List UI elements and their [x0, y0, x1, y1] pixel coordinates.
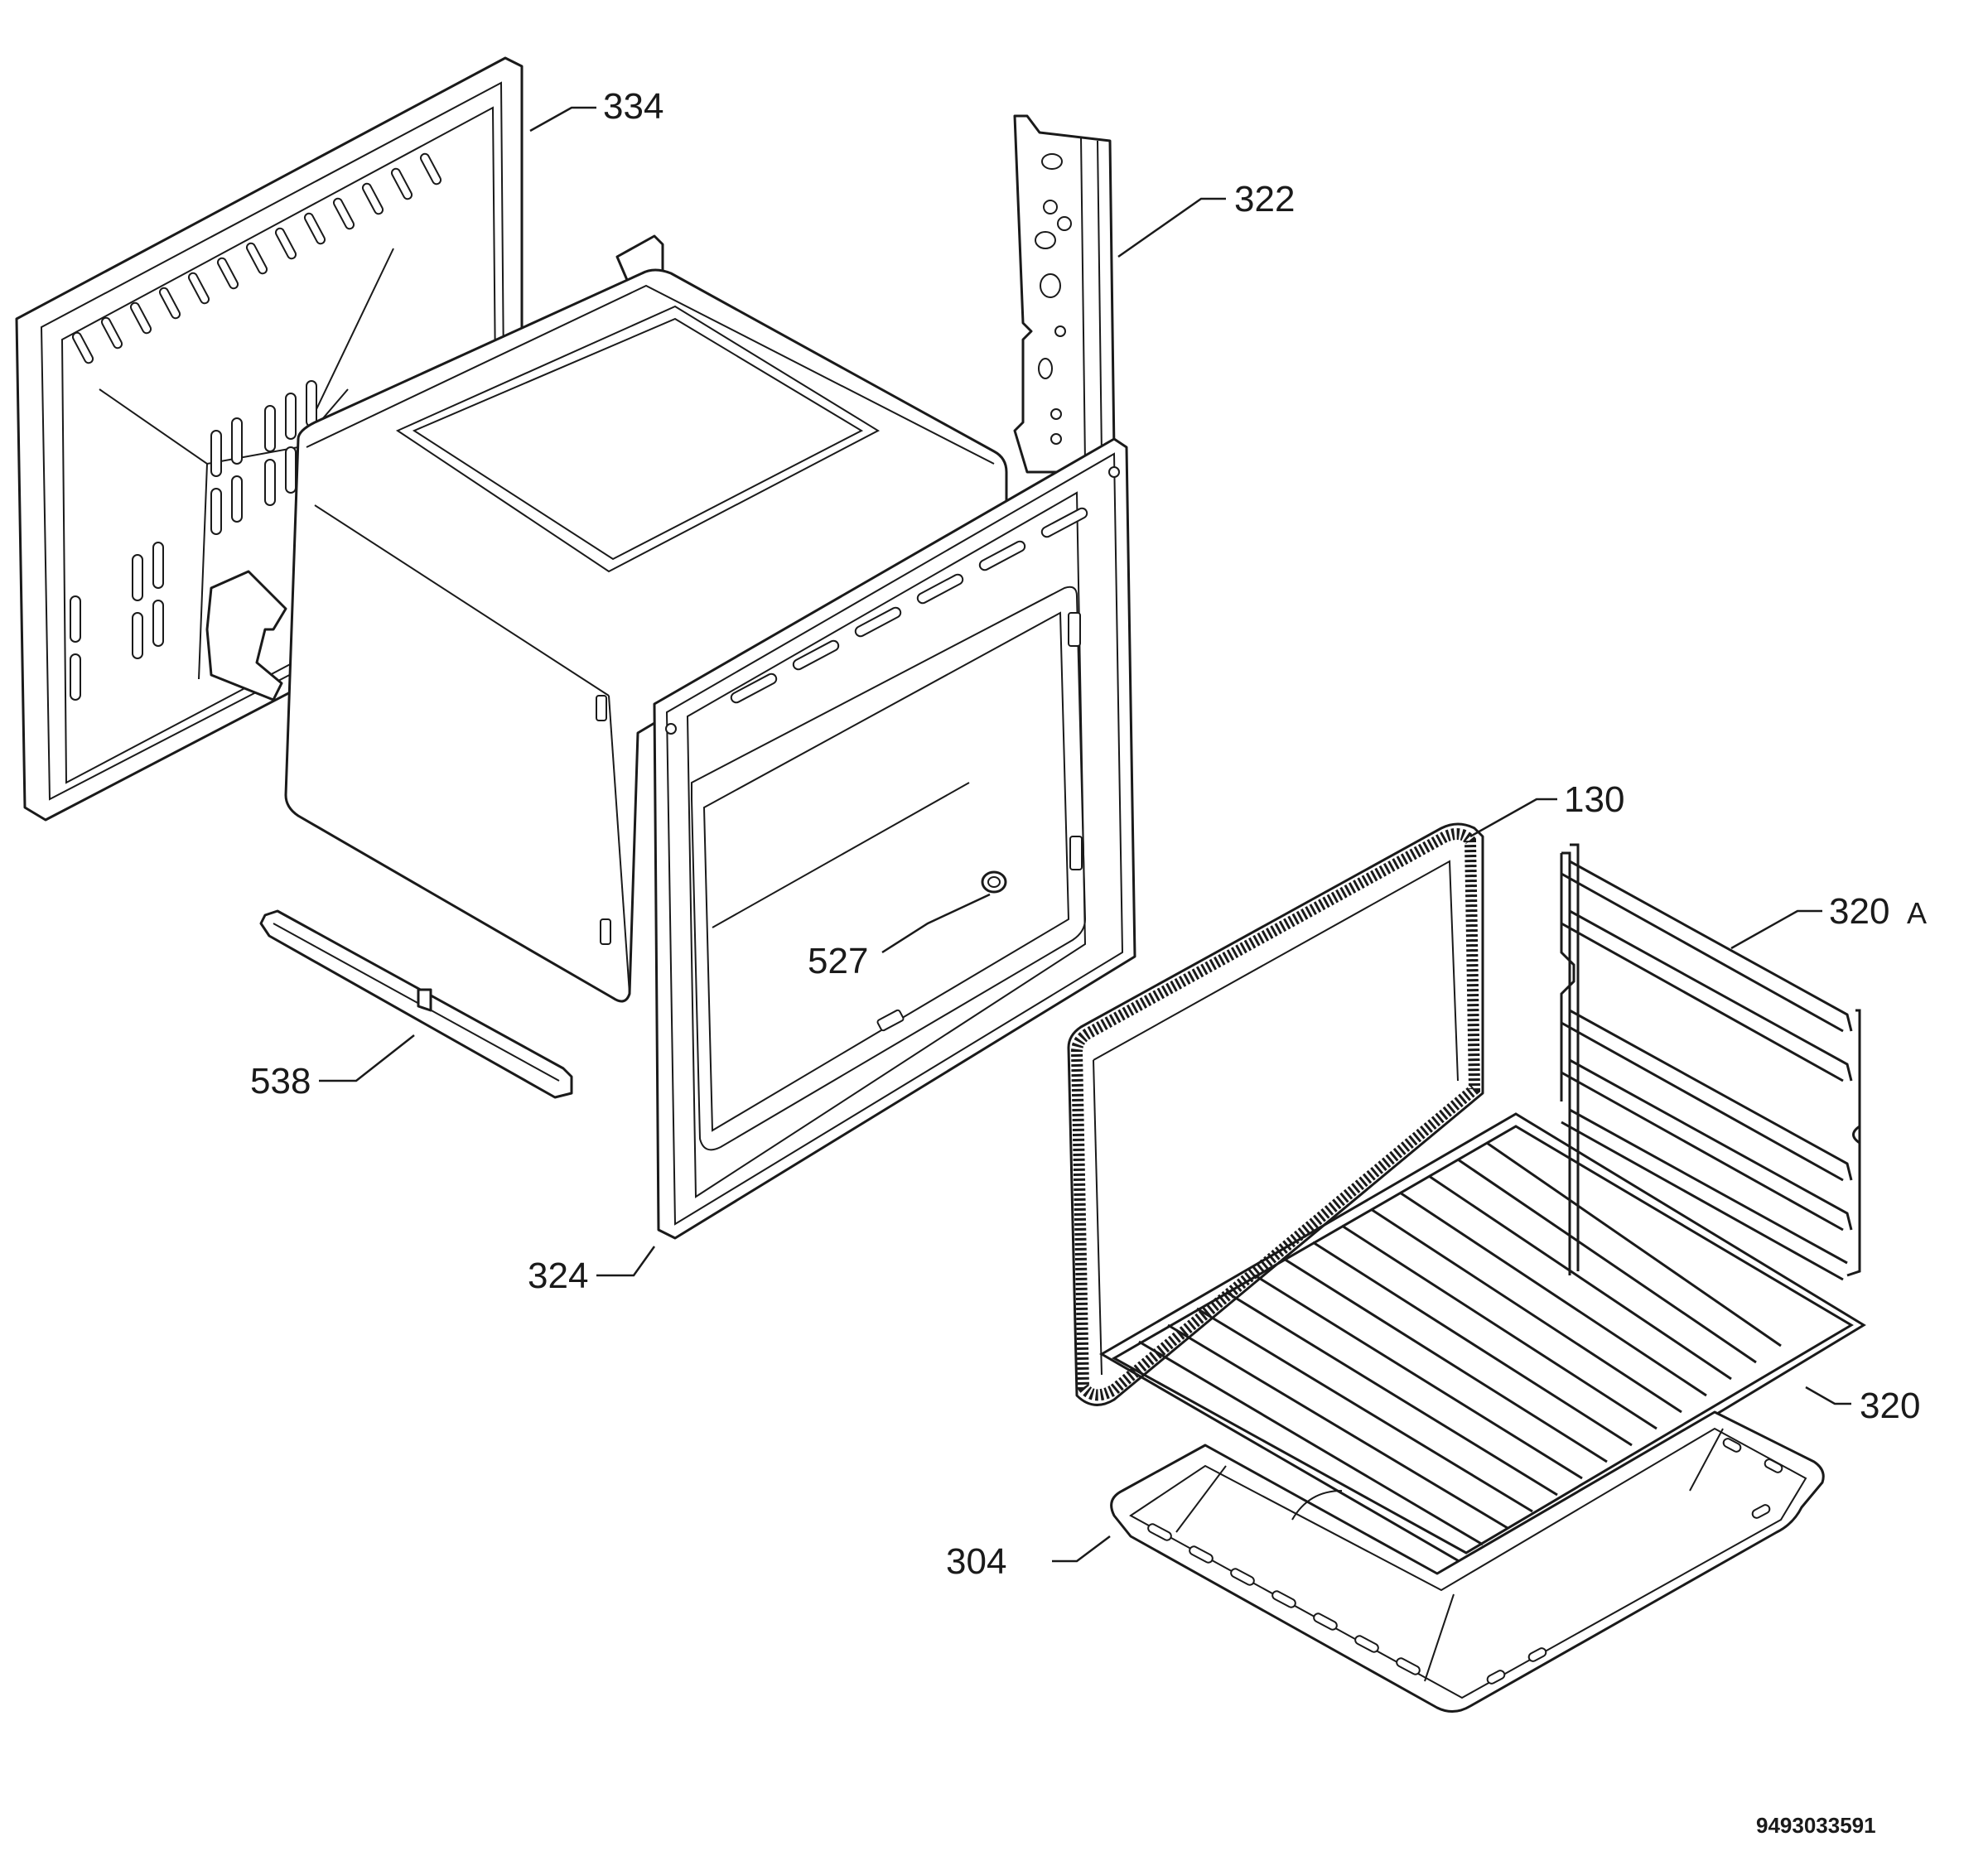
callout-320: 320: [1860, 1386, 1920, 1426]
part-322-side-rail: [1013, 114, 1116, 474]
part-320a-side-rack: [1560, 843, 1861, 1281]
leader-lines: [319, 106, 1851, 1563]
front-frame-vent-slots: [730, 507, 1088, 704]
callout-538: 538: [250, 1061, 311, 1101]
part-538-trim-strip: [259, 909, 573, 1099]
part-130-door-seal: [1067, 822, 1484, 1406]
rear-panel-vent-slots: [70, 152, 442, 701]
baking-tray-slots: [1147, 1438, 1783, 1685]
part-324-front-frame: [653, 437, 1136, 1240]
part-304-baking-tray: [1110, 1410, 1825, 1713]
part-527-lamp-holder: [981, 870, 1007, 894]
document-number: 9493033591: [1756, 1813, 1876, 1838]
callout-130: 130: [1564, 779, 1624, 820]
callout-324: 324: [528, 1256, 588, 1296]
callout-304: 304: [946, 1541, 1006, 1582]
callout-334: 334: [603, 86, 663, 127]
callout-320a: 320: [1829, 891, 1889, 932]
callout-320a-suffix: A: [1907, 896, 1927, 930]
part-320-wire-shelf: [1099, 1112, 1866, 1567]
callout-527: 527: [808, 941, 868, 981]
callout-322: 322: [1234, 179, 1295, 219]
